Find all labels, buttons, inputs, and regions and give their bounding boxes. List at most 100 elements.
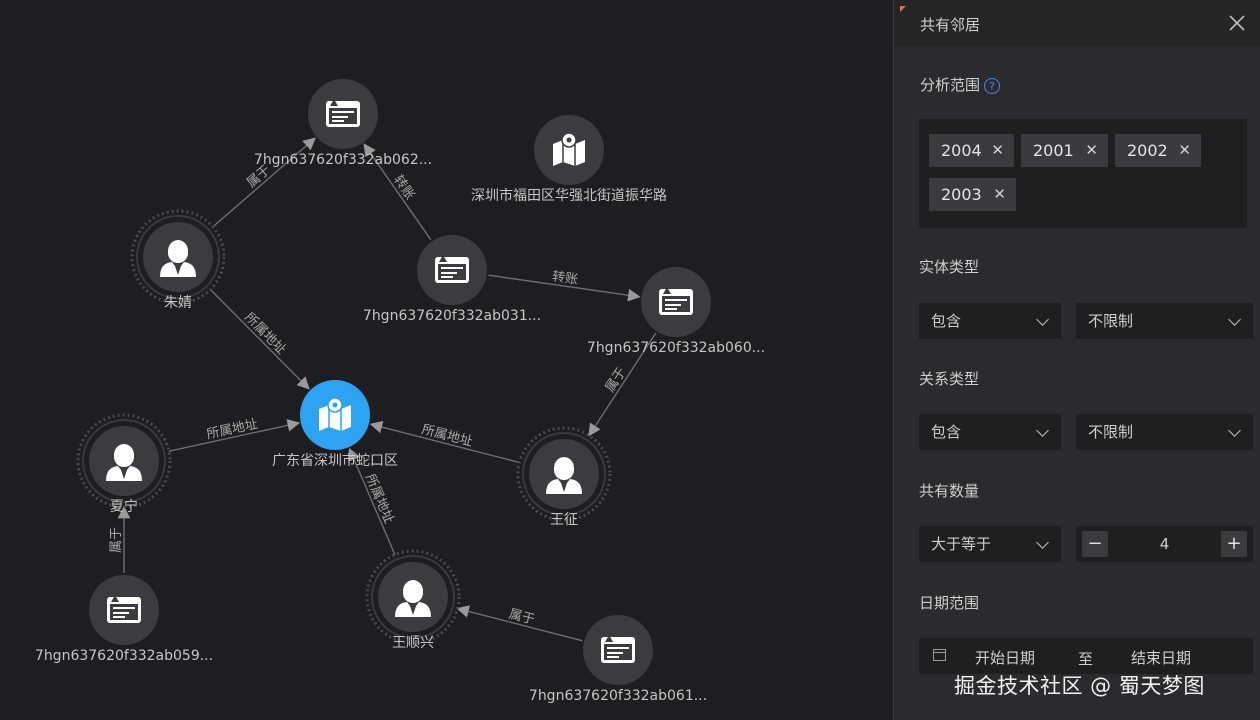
graph-node-card[interactable]: 7hgn637620f332ab062...: [254, 79, 432, 168]
date-range-label: 日期范围: [919, 594, 980, 612]
edge-line: [209, 289, 310, 390]
id-card-icon: [107, 595, 141, 623]
tag-remove-icon[interactable]: ✕: [1178, 141, 1191, 159]
tag-remove-icon[interactable]: ✕: [993, 185, 1006, 203]
tag-remove-icon[interactable]: ✕: [1085, 141, 1098, 159]
analysis-scope-label: 分析范围?: [920, 74, 1001, 95]
node-label: 广东省深圳市蛇口区: [272, 452, 398, 469]
id-card-icon: [659, 287, 693, 315]
node-ring: [76, 413, 172, 509]
graph-edge[interactable]: 属于: [456, 605, 583, 642]
date-separator: 至: [1078, 650, 1094, 668]
date-range-picker[interactable]: 开始日期 至 结束日期: [919, 638, 1253, 674]
id-card-icon: [435, 255, 469, 283]
scope-tag: 2004✕: [929, 134, 1014, 167]
node-ring: [365, 549, 461, 645]
chevron-down-icon: [1036, 313, 1049, 326]
calendar-icon: [933, 649, 946, 661]
graph-node-location[interactable]: 深圳市福田区华强北街道振华路: [471, 115, 667, 204]
map-pin-icon: [319, 397, 351, 431]
edge-line: [212, 137, 316, 228]
node-label: 王征: [550, 512, 578, 528]
node-label: 7hgn637620f332ab061...: [529, 688, 707, 704]
node-label: 夏宁: [110, 498, 138, 515]
node-ring: [136, 215, 220, 299]
edge-label: 所属地址: [362, 472, 396, 526]
graph-node-person[interactable]: 夏宁: [76, 413, 172, 515]
chevron-down-icon: [1228, 424, 1241, 437]
graph-node-card[interactable]: 7hgn637620f332ab060...: [587, 267, 765, 356]
edge-label: 属于: [109, 527, 124, 553]
edge-line: [168, 419, 301, 452]
node-label: 7hgn637620f332ab059...: [35, 648, 213, 664]
shared-count-value[interactable]: 4: [1159, 535, 1170, 553]
edge-label: 所属地址: [420, 422, 474, 450]
entity-type-mode-select[interactable]: 包含: [919, 303, 1061, 339]
scope-tag: 2001✕: [1021, 134, 1108, 167]
node-label: 朱婧: [164, 295, 192, 311]
node-label: 7hgn637620f332ab062...: [254, 152, 432, 168]
graph-edge[interactable]: 所属地址: [168, 417, 301, 452]
graph-node-card[interactable]: 7hgn637620f332ab031...: [363, 235, 541, 324]
node-label: 7hgn637620f332ab060...: [587, 340, 765, 356]
node-label: 深圳市福田区华强北街道振华路: [471, 187, 667, 204]
edge-label: 属于: [507, 607, 536, 628]
graph-node-person[interactable]: 王征: [516, 426, 612, 528]
relation-type-value-select[interactable]: 不限制: [1076, 414, 1253, 450]
close-button[interactable]: [1226, 12, 1248, 34]
shared-count-label: 共有数量: [919, 482, 980, 500]
person-icon: [160, 240, 196, 277]
graph-edge[interactable]: 属于: [109, 505, 131, 573]
increment-button[interactable]: +: [1221, 531, 1247, 557]
graph-node-card[interactable]: 7hgn637620f332ab061...: [529, 615, 707, 704]
shared-count-stepper: 4 − +: [1076, 526, 1253, 562]
tag-remove-icon[interactable]: ✕: [991, 141, 1004, 159]
map-pin-icon: [553, 132, 585, 166]
chevron-down-icon: [1036, 424, 1049, 437]
edge-line: [456, 605, 583, 642]
corner-mark-icon: [900, 6, 906, 12]
relationship-graph[interactable]: 属于转账转账所属地址所属地址所属地址所属地址属于属于属于 7hgn637620f…: [0, 0, 893, 720]
node-ring: [130, 209, 226, 305]
scope-tag: 2002✕: [1115, 134, 1201, 167]
node-ring: [516, 426, 612, 522]
graph-edge[interactable]: 转账: [488, 269, 641, 302]
edge-label: 所属地址: [241, 310, 288, 357]
graph-canvas[interactable]: 属于转账转账所属地址所属地址所属地址所属地址属于属于属于 7hgn637620f…: [0, 0, 893, 720]
edge-line: [588, 332, 657, 437]
edge-label: 所属地址: [205, 417, 259, 443]
chevron-down-icon: [1036, 536, 1049, 549]
relation-type-label: 关系类型: [919, 370, 980, 388]
relation-type-mode-select[interactable]: 包含: [919, 414, 1061, 450]
decrement-button[interactable]: −: [1082, 531, 1108, 557]
node-ring: [82, 419, 166, 503]
id-card-icon: [601, 635, 635, 663]
end-date-input[interactable]: 结束日期: [1131, 649, 1192, 667]
graph-node-location-active[interactable]: 广东省深圳市蛇口区: [272, 380, 398, 469]
panel-title: 共有邻居: [920, 16, 981, 34]
id-card-icon: [326, 99, 360, 127]
graph-node-person[interactable]: 王顺兴: [365, 549, 461, 651]
person-icon: [106, 444, 142, 481]
shared-count-mode-select[interactable]: 大于等于: [919, 526, 1061, 562]
person-icon: [395, 580, 431, 617]
node-label: 7hgn637620f332ab031...: [363, 308, 541, 324]
scope-tag-box[interactable]: 2004✕ 2001✕ 2002✕ 2003✕: [919, 119, 1247, 228]
graph-node-card[interactable]: 7hgn637620f332ab059...: [35, 575, 213, 664]
watermark: 掘金技术社区 @ 蜀天梦图: [954, 674, 1205, 698]
panel-header: 共有邻居: [894, 0, 1260, 46]
edge-line: [363, 143, 432, 241]
graph-edge[interactable]: 所属地址: [209, 289, 310, 390]
node-ring: [522, 432, 606, 516]
entity-type-value-select[interactable]: 不限制: [1076, 303, 1253, 339]
scope-tag: 2003✕: [929, 178, 1016, 211]
node-ring: [371, 555, 455, 639]
chevron-down-icon: [1228, 313, 1241, 326]
start-date-input[interactable]: 开始日期: [975, 649, 1036, 667]
entity-type-label: 实体类型: [919, 258, 980, 276]
help-icon[interactable]: ?: [984, 77, 1001, 94]
edge-line: [348, 447, 396, 555]
edge-label: 转账: [551, 269, 579, 288]
edge-line: [488, 274, 641, 302]
graph-node-person[interactable]: 朱婧: [130, 209, 226, 311]
